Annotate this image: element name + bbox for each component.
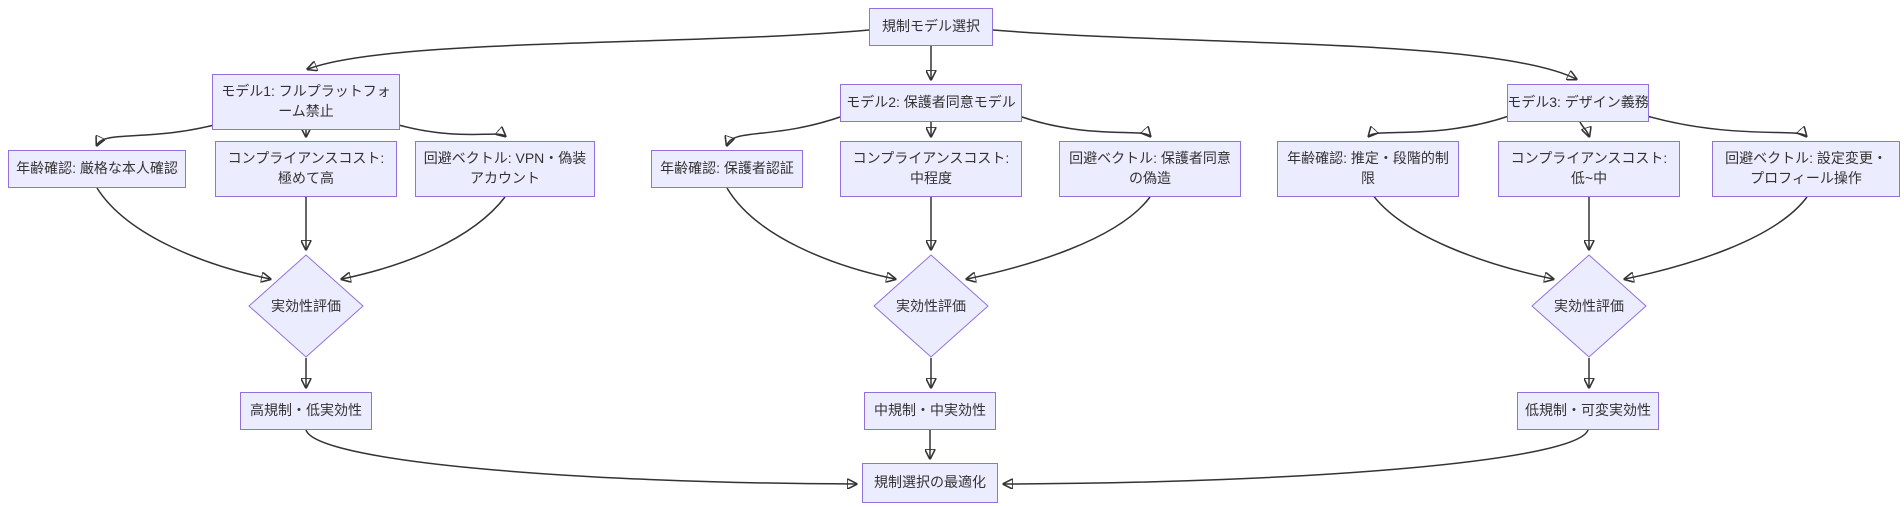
node-root: 規制モデル選択 [869,8,993,46]
edge-model3-to-age3 [1369,115,1510,136]
node-model3-title: モデル3: デザイン義務 [1507,84,1649,122]
node-model1-title: モデル1: フルプラットフォーム禁止 [212,74,400,130]
node-evaluation-1: 実効性評価 [248,254,364,358]
evaluation-label: 実効性評価 [271,298,341,314]
node-model2-compliance-cost: コンプライアンスコスト: 中程度 [840,141,1022,197]
diamond-shape [1531,254,1647,358]
edge-age1-to-eval1 [96,187,270,279]
edge-model2-to-age2 [727,115,844,145]
node-model2-title: モデル2: 保護者同意モデル [840,84,1022,122]
node-evaluation-3: 実効性評価 [1531,254,1647,358]
node-evaluation-2: 実効性評価 [873,254,989,358]
edge-root-to-model1 [308,29,870,69]
edge-model1-to-evasion1 [394,123,505,136]
node-outcome-3: 低規制・可変実効性 [1517,392,1659,430]
edge-outcome1-to-final [305,429,856,484]
node-model3-age-verification: 年齢確認: 推定・段階的制限 [1277,141,1459,197]
diamond-shape [248,254,364,358]
edge-model3-to-evasion3 [1646,115,1806,136]
node-model1-compliance-cost: コンプライアンスコスト: 極めて高 [215,141,397,197]
node-final: 規制選択の最適化 [862,463,998,503]
diamond-shape [873,254,989,358]
edge-model1-to-age1 [97,123,219,145]
edge-evasion3-to-eval3 [1625,196,1808,279]
node-outcome-1: 高規制・低実効性 [240,392,372,430]
node-model3-compliance-cost: コンプライアンスコスト: 低~中 [1498,141,1680,197]
node-model3-evasion-vector: 回避ベクトル: 設定変更・プロフィール操作 [1712,141,1900,197]
node-model2-age-verification: 年齢確認: 保護者認証 [651,150,803,188]
edge-age3-to-eval3 [1367,187,1553,279]
node-model2-evasion-vector: 回避ベクトル: 保護者同意の偽造 [1059,141,1241,197]
evaluation-label: 実効性評価 [896,298,966,314]
edge-root-to-model3 [992,29,1576,79]
edge-evasion2-to-eval2 [967,196,1151,279]
node-model1-age-verification: 年齢確認: 厳格な本人確認 [8,150,186,188]
edge-age2-to-eval2 [726,187,895,279]
edge-model3-to-cost3 [1579,121,1589,136]
evaluation-label: 実効性評価 [1554,298,1624,314]
edge-evasion1-to-eval1 [342,196,506,279]
node-model1-evasion-vector: 回避ベクトル: VPN・偽装アカウント [415,141,595,197]
edge-outcome3-to-final [1004,429,1589,484]
edge-model2-to-evasion2 [1018,115,1150,136]
node-outcome-2: 中規制・中実効性 [864,392,996,430]
